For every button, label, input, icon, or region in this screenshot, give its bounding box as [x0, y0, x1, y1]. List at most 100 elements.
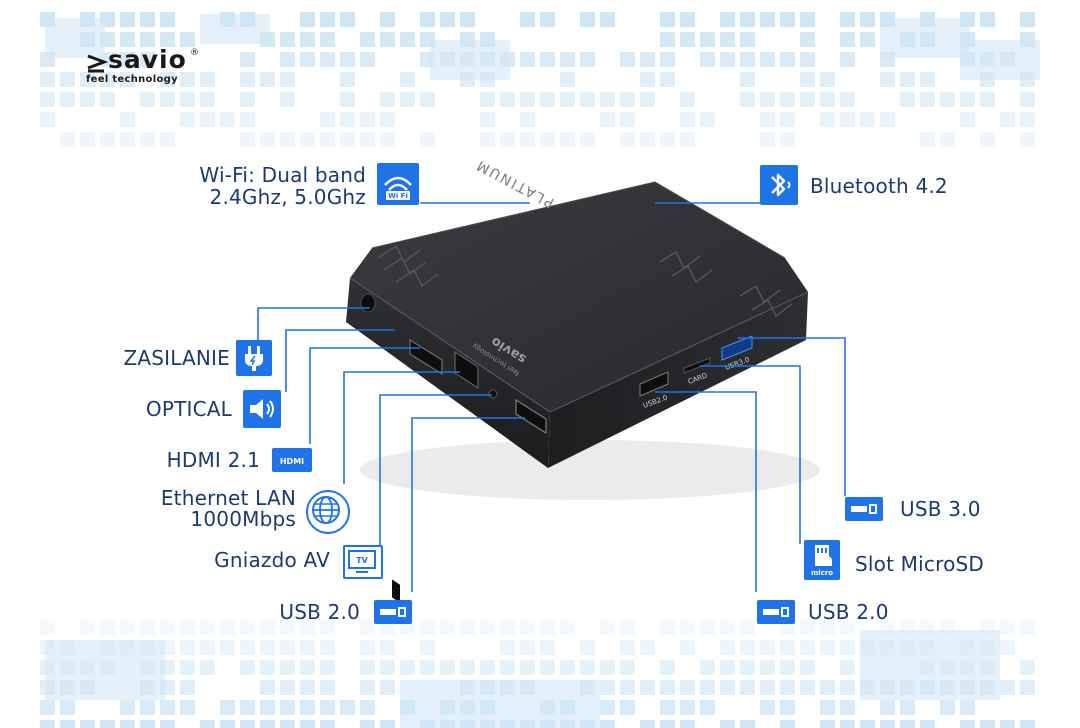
pattern-tile: [960, 112, 975, 127]
pattern-tile: [720, 680, 735, 695]
pattern-tile: [640, 72, 655, 87]
pattern-tile: [260, 660, 275, 675]
pattern-tile: [800, 32, 815, 47]
pattern-tile: [540, 620, 555, 635]
pattern-tile: [40, 72, 55, 87]
pattern-tile: [800, 52, 815, 67]
pattern-tile: [620, 92, 635, 107]
label-bluetooth: Bluetooth 4.2: [810, 174, 948, 198]
pattern-tile: [280, 92, 295, 107]
label-ethernet: Ethernet LAN 1000Mbps: [140, 488, 296, 530]
pattern-tile: [880, 720, 895, 728]
pattern-block: [430, 40, 510, 80]
pattern-tile: [360, 52, 375, 67]
pattern-tile: [240, 72, 255, 87]
pattern-tile: [920, 72, 935, 87]
leader-optical: [285, 329, 395, 392]
pattern-tile: [660, 660, 675, 675]
pattern-tile: [740, 52, 755, 67]
port-microsd: [683, 357, 711, 374]
pattern-tile: [260, 132, 275, 147]
pattern-tile: [360, 720, 375, 728]
pattern-tile: [260, 680, 275, 695]
pattern-tile: [740, 92, 755, 107]
pattern-tile: [300, 12, 315, 27]
pattern-tile: [780, 640, 795, 655]
pattern-tile: [120, 620, 135, 635]
pattern-tile: [260, 640, 275, 655]
pattern-tile: [540, 640, 555, 655]
pattern-tile: [40, 92, 55, 107]
pattern-tile: [660, 12, 675, 27]
globe-icon: [306, 490, 350, 534]
pattern-tile: [860, 112, 875, 127]
pattern-tile: [140, 92, 155, 107]
pattern-tile: [600, 112, 615, 127]
pattern-tile: [420, 92, 435, 107]
pattern-tile: [680, 720, 695, 728]
pattern-tile: [820, 640, 835, 655]
pattern-tile: [600, 680, 615, 695]
pattern-tile: [600, 12, 615, 27]
pattern-tile: [300, 660, 315, 675]
pattern-tile: [480, 660, 495, 675]
hdmi-icon: HDMI: [272, 448, 312, 472]
pattern-tile: [680, 112, 695, 127]
pattern-tile: [160, 12, 175, 27]
device-texture: [377, 244, 793, 318]
pattern-tile: [100, 720, 115, 728]
pattern-tile: [360, 680, 375, 695]
pattern-tile: [180, 92, 195, 107]
pattern-tile: [520, 620, 535, 635]
pattern-tile: [180, 72, 195, 87]
pattern-tile: [820, 620, 835, 635]
pattern-tile: [100, 72, 115, 87]
pattern-tile: [180, 32, 195, 47]
pattern-tile: [260, 72, 275, 87]
pattern-tile: [620, 660, 635, 675]
pattern-tile: [1000, 680, 1015, 695]
label-usb3: USB 3.0: [900, 497, 981, 521]
pattern-tile: [1020, 92, 1035, 107]
pattern-block: [860, 630, 1000, 700]
label-optical: OPTICAL: [145, 397, 232, 421]
pattern-tile: [40, 112, 55, 127]
pattern-tile: [1020, 620, 1035, 635]
pattern-tile: [720, 52, 735, 67]
pattern-tile: [380, 680, 395, 695]
pattern-tile: [720, 660, 735, 675]
pattern-tile: [620, 680, 635, 695]
device-top-edge: [371, 181, 786, 259]
device-edge: [349, 277, 809, 413]
pattern-tile: [280, 680, 295, 695]
pattern-tile: [60, 132, 75, 147]
pattern-tile: [420, 12, 435, 27]
pattern-tile: [680, 620, 695, 635]
pattern-tile: [100, 620, 115, 635]
pattern-tile: [240, 720, 255, 728]
pattern-tile: [580, 92, 595, 107]
pattern-tile: [380, 660, 395, 675]
pattern-tile: [820, 72, 835, 87]
pattern-tile: [360, 700, 375, 715]
pattern-tile: [280, 32, 295, 47]
pattern-tile: [200, 660, 215, 675]
pattern-tile: [40, 620, 55, 635]
pattern-tile: [560, 72, 575, 87]
pattern-tile: [640, 92, 655, 107]
pattern-tile: [220, 112, 235, 127]
pattern-tile: [780, 720, 795, 728]
label-ethernet-line1: Ethernet LAN: [160, 486, 296, 510]
pattern-tile: [60, 700, 75, 715]
pattern-tile: [80, 720, 95, 728]
microsd-icon: micro: [804, 540, 840, 580]
pattern-tile: [580, 132, 595, 147]
pattern-tile: [620, 132, 635, 147]
pattern-block: [200, 14, 270, 44]
leader-hdmi: [309, 347, 420, 444]
pattern-tile: [120, 112, 135, 127]
pattern-tile: [800, 12, 815, 27]
pattern-tile: [660, 72, 675, 87]
pattern-tile: [540, 12, 555, 27]
